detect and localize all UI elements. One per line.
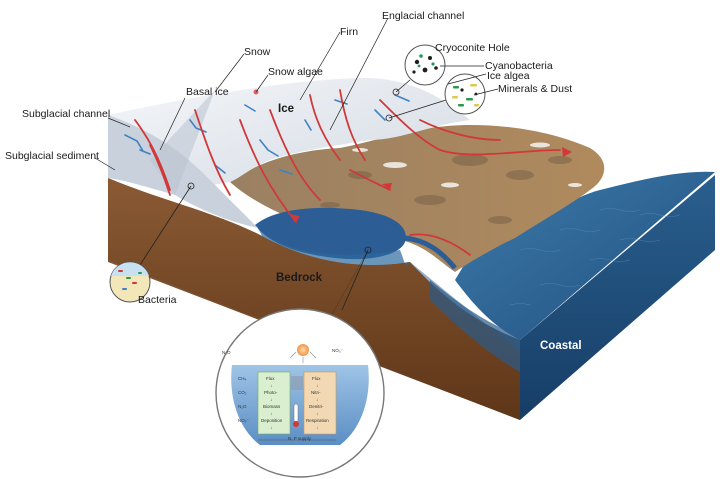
inset-orange-0: Flux [312, 376, 321, 381]
inset-left-col-3: NO₃⁻ [238, 418, 249, 423]
inset-orange-2: Nitri- [311, 390, 321, 395]
inset-orange-5: ↓ [316, 411, 318, 416]
label-englacial-channel: Englacial channel [382, 10, 464, 22]
inset-orange-6: Respiration [306, 418, 329, 423]
label-snow: Snow [244, 46, 270, 58]
thermometer-icon [294, 404, 298, 422]
label-minerals-dust: Minerals & Dust [498, 83, 572, 95]
inset-orange-4: Denitri- [309, 404, 324, 409]
label-bacteria: Bacteria [138, 294, 177, 306]
label-basal-ice: Basal ice [186, 86, 229, 98]
inset-left-col-2: N₂O [238, 404, 247, 409]
label-cryoconite-hole: Cryoconite Hole [435, 42, 510, 54]
inset-green-2: Photo- [264, 390, 277, 395]
label-snow-algae: Snow algae [268, 66, 323, 78]
label-subglacial-channel: Subglacial channel [22, 108, 110, 120]
label-coastal: Coastal [540, 340, 582, 352]
inset-green-7: ↓ [270, 425, 272, 430]
inset-green-0: Flux [266, 376, 275, 381]
inset-orange-7: ↓ [316, 425, 318, 430]
inset-label-top-right: NO₃⁻ [332, 348, 343, 353]
label-subglacial-sediment: Subglacial sediment [5, 150, 99, 162]
inset-green-box [258, 372, 290, 434]
inset-green-4: Biomass [263, 404, 280, 409]
inset-orange-box [304, 372, 336, 434]
inset-green-6: Deposition [261, 418, 282, 423]
label-ice-algea: Ice algea [487, 70, 530, 82]
sun-icon [297, 344, 309, 356]
inset-left-col-0: CH₄ [238, 376, 246, 381]
label-firn: Firn [340, 26, 358, 38]
inset-green-3: ↓ [270, 397, 272, 402]
inset-left-col-1: CO₂ [238, 390, 247, 395]
inset-bottom-label: N, P supply [288, 436, 311, 441]
label-ice: Ice [278, 103, 294, 115]
inset-green-1: ↓ [270, 383, 272, 388]
inset-orange-3: ↓ [316, 397, 318, 402]
label-bedrock: Bedrock [276, 272, 322, 284]
inset-orange-1: ↓ [316, 383, 318, 388]
inset-label-top-left: N₂O [222, 350, 231, 355]
inset-green-5: ↓ [270, 411, 272, 416]
